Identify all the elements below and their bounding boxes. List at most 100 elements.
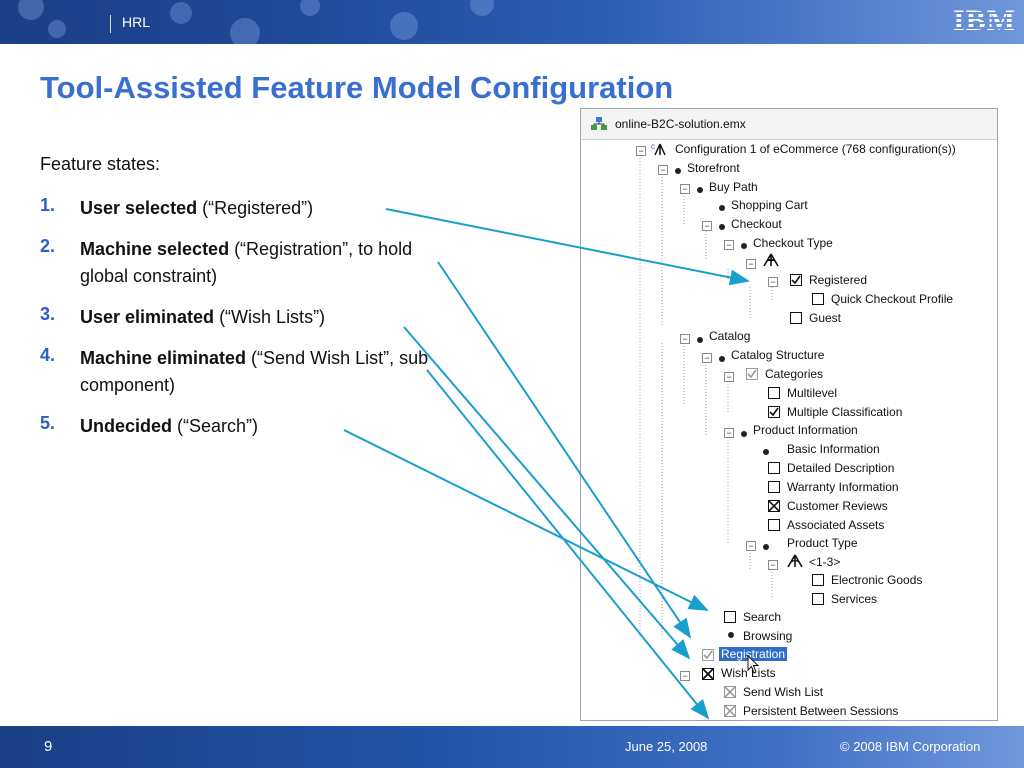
footer-copyright: © 2008 IBM Corporation: [840, 739, 981, 754]
item-text: Machine selected (“Registration”, to hol…: [80, 236, 440, 290]
empty-checkbox-icon[interactable]: [790, 312, 802, 324]
tree-node-product-information[interactable]: Product Information: [753, 423, 858, 437]
banner-decoration: [48, 20, 66, 38]
mandatory-feature-icon: [728, 632, 734, 638]
tree-node-checkout-type[interactable]: Checkout Type: [753, 236, 833, 250]
arrow-machine-selected: [437, 261, 692, 639]
empty-checkbox-icon[interactable]: [724, 611, 736, 623]
arrow-user-selected: [385, 208, 750, 286]
tree-node-cardinality[interactable]: <1-3>: [809, 555, 841, 569]
tree-node-guest[interactable]: Guest: [809, 311, 842, 325]
ibm-logo: IBM: [953, 4, 1016, 37]
collapse-toggle[interactable]: −: [768, 277, 778, 287]
configuration-node[interactable]: Configuration 1 of eCommerce (768 config…: [675, 142, 956, 156]
collapse-toggle[interactable]: −: [768, 560, 778, 570]
tree-node-wish-lists[interactable]: Wish Lists: [721, 666, 776, 680]
banner-decoration: [470, 0, 494, 16]
machine-eliminated-checkbox-icon[interactable]: [724, 686, 736, 698]
item-example: (“Search”): [172, 416, 259, 436]
banner-divider: [110, 15, 111, 33]
tree-node-multilevel[interactable]: Multilevel: [787, 386, 838, 400]
tree-node-browsing[interactable]: Browsing: [743, 629, 793, 643]
tree-node-basic-information[interactable]: Basic Information: [787, 442, 880, 456]
collapse-toggle[interactable]: −: [746, 541, 756, 551]
mandatory-feature-icon: [719, 205, 725, 211]
empty-checkbox-icon[interactable]: [768, 481, 780, 493]
arrow-machine-eliminated: [426, 369, 710, 720]
slide-title: Tool-Assisted Feature Model Configuratio…: [40, 70, 674, 105]
tree-node-product-type[interactable]: Product Type: [787, 536, 858, 550]
empty-checkbox-icon[interactable]: [812, 293, 824, 305]
tree-node-persistent-between-sessions[interactable]: Persistent Between Sessions: [743, 704, 899, 718]
tree-node-buy-path[interactable]: Buy Path: [709, 180, 758, 194]
machine-eliminated-checkbox-icon[interactable]: [724, 705, 736, 717]
eliminated-checkbox-icon[interactable]: [702, 668, 714, 680]
tree-node-search[interactable]: Search: [743, 610, 782, 624]
tree-node-quick-checkout-profile[interactable]: Quick Checkout Profile: [831, 292, 954, 306]
banner-decoration: [390, 12, 418, 40]
eliminated-checkbox-icon[interactable]: [768, 500, 780, 512]
checked-checkbox-icon[interactable]: [768, 406, 780, 418]
empty-checkbox-icon[interactable]: [768, 519, 780, 531]
tree-node-associated-assets[interactable]: Associated Assets: [787, 518, 885, 532]
banner-decoration: [18, 0, 44, 20]
item-example: (“Send Wish List”, sub component): [80, 348, 429, 395]
banner-decoration: [170, 2, 192, 24]
tree-node-categories[interactable]: Categories: [765, 367, 824, 381]
feature-group-icon: [787, 554, 803, 568]
tree-node-catalog[interactable]: Catalog: [709, 329, 751, 343]
collapse-toggle[interactable]: −: [680, 184, 690, 194]
tree-node-shopping-cart[interactable]: Shopping Cart: [731, 198, 808, 212]
collapse-toggle[interactable]: −: [724, 372, 734, 382]
collapse-toggle[interactable]: −: [724, 240, 734, 250]
collapse-toggle[interactable]: −: [636, 146, 646, 156]
footer-bar: 9 June 25, 2008 © 2008 IBM Corporation: [0, 726, 1024, 768]
item-term: Undecided: [80, 416, 173, 436]
feature-tree-panel[interactable]: online-B2C-solution.emx − c Configuratio…: [580, 108, 998, 721]
model-file-icon: [591, 117, 607, 130]
mandatory-feature-icon: [719, 224, 725, 230]
tree-node-detailed-description[interactable]: Detailed Description: [787, 461, 895, 475]
item-example: (“Registration”, to hold global constrai…: [80, 239, 413, 286]
item-example: (“Registered”): [197, 198, 314, 218]
tree-node-storefront[interactable]: Storefront: [687, 161, 740, 175]
arrow-user-eliminated: [403, 326, 691, 660]
tree-node-registered[interactable]: Registered: [809, 273, 868, 287]
tree-node-multiple-classification[interactable]: Multiple Classification: [787, 405, 903, 419]
mouse-cursor-icon: [747, 655, 760, 674]
mandatory-feature-icon: [719, 356, 725, 362]
tree-node-checkout[interactable]: Checkout: [731, 217, 782, 231]
tree-node-services[interactable]: Services: [831, 592, 878, 606]
tree-node-warranty-information[interactable]: Warranty Information: [787, 480, 899, 494]
collapse-toggle[interactable]: −: [680, 671, 690, 681]
machine-checked-checkbox-icon[interactable]: [746, 368, 758, 380]
item-text: Undecided (“Search”): [80, 413, 440, 440]
collapse-toggle[interactable]: −: [702, 353, 712, 363]
tree-node-customer-reviews[interactable]: Customer Reviews: [787, 499, 888, 513]
feature-group-icon: [763, 253, 779, 267]
tree-node-send-wish-list[interactable]: Send Wish List: [743, 685, 824, 699]
item-term: Machine selected: [80, 239, 230, 259]
tree-node-electronic-goods[interactable]: Electronic Goods: [831, 573, 923, 587]
machine-checked-checkbox-icon[interactable]: [702, 649, 714, 661]
mandatory-feature-icon: [763, 544, 769, 550]
item-text: User selected (“Registered”): [80, 195, 440, 222]
tree-node-registration[interactable]: Registration: [719, 647, 788, 661]
collapse-toggle[interactable]: −: [702, 221, 712, 231]
checked-checkbox-icon[interactable]: [790, 274, 802, 286]
empty-checkbox-icon[interactable]: [812, 593, 824, 605]
panel-header: online-B2C-solution.emx: [581, 109, 997, 140]
item-term: User selected: [80, 198, 198, 218]
collapse-toggle[interactable]: −: [658, 165, 668, 175]
empty-checkbox-icon[interactable]: [768, 462, 780, 474]
empty-checkbox-icon[interactable]: [768, 387, 780, 399]
collapse-toggle[interactable]: −: [724, 428, 734, 438]
item-number: 4.: [40, 345, 56, 365]
item-term: User eliminated: [80, 307, 215, 327]
file-title: online-B2C-solution.emx: [615, 117, 746, 131]
collapse-toggle[interactable]: −: [680, 334, 690, 344]
collapse-toggle[interactable]: −: [746, 259, 756, 269]
empty-checkbox-icon[interactable]: [812, 574, 824, 586]
svg-text:c: c: [651, 142, 655, 151]
tree-node-catalog-structure[interactable]: Catalog Structure: [731, 348, 825, 362]
